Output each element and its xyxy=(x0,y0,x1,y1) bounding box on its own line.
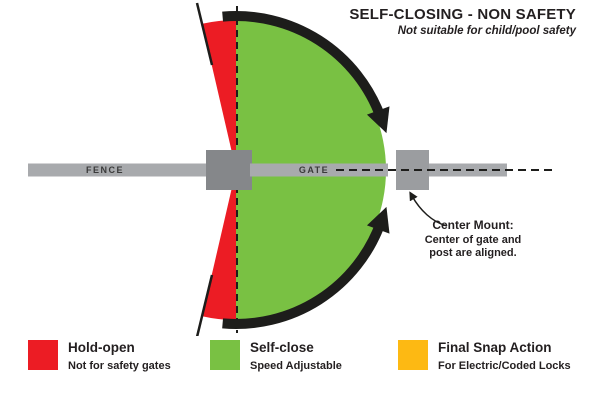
title-block: SELF-CLOSING - NON SAFETY Not suitable f… xyxy=(276,6,576,37)
legend-item-self-close: Self-close Speed Adjustable xyxy=(210,340,342,374)
legend-item-hold-open: Hold-open Not for safety gates xyxy=(28,340,171,374)
legend-text-self-close: Self-close Speed Adjustable xyxy=(250,340,342,374)
gate-bar xyxy=(250,163,388,177)
legend-label: Hold-open xyxy=(68,340,135,355)
fence-bar xyxy=(28,163,214,177)
annotation-leader-line xyxy=(409,191,448,227)
legend-text-final-snap: Final Snap Action For Electric/Coded Loc… xyxy=(438,340,571,374)
gate-label: GATE xyxy=(298,165,330,175)
legend-sublabel: For Electric/Coded Locks xyxy=(438,360,571,372)
legend-sublabel: Not for safety gates xyxy=(68,360,171,372)
hold-open-limit-line-top xyxy=(195,2,214,66)
page-title: SELF-CLOSING - NON SAFETY xyxy=(349,6,576,23)
legend-label: Self-close xyxy=(250,340,314,355)
legend-swatch-hold-open xyxy=(28,340,58,370)
page-subtitle: Not suitable for child/pool safety xyxy=(397,25,576,37)
annotation-line-1: Center of gate and xyxy=(424,234,522,246)
legend-swatch-final-snap xyxy=(398,340,428,370)
legend-sublabel: Speed Adjustable xyxy=(250,360,342,372)
legend-swatch-self-close xyxy=(210,340,240,370)
annotation-heading: Center Mount: xyxy=(432,218,514,232)
center-mount-annotation: Center Mount: Center of gate and post ar… xyxy=(403,219,543,260)
legend-item-final-snap: Final Snap Action For Electric/Coded Loc… xyxy=(398,340,571,374)
hold-open-limit-line-bottom xyxy=(195,274,214,336)
fence-label: FENCE xyxy=(85,165,124,175)
swing-arrow-bottom xyxy=(222,206,390,329)
center-mount-post xyxy=(396,150,429,190)
annotation-line-2: post are aligned. xyxy=(429,247,517,259)
gate-swing-diagram xyxy=(28,2,557,336)
legend-label: Final Snap Action xyxy=(438,340,552,355)
hinge-block xyxy=(206,150,252,190)
swing-arrow-top xyxy=(222,11,390,134)
legend-text-hold-open: Hold-open Not for safety gates xyxy=(68,340,171,374)
